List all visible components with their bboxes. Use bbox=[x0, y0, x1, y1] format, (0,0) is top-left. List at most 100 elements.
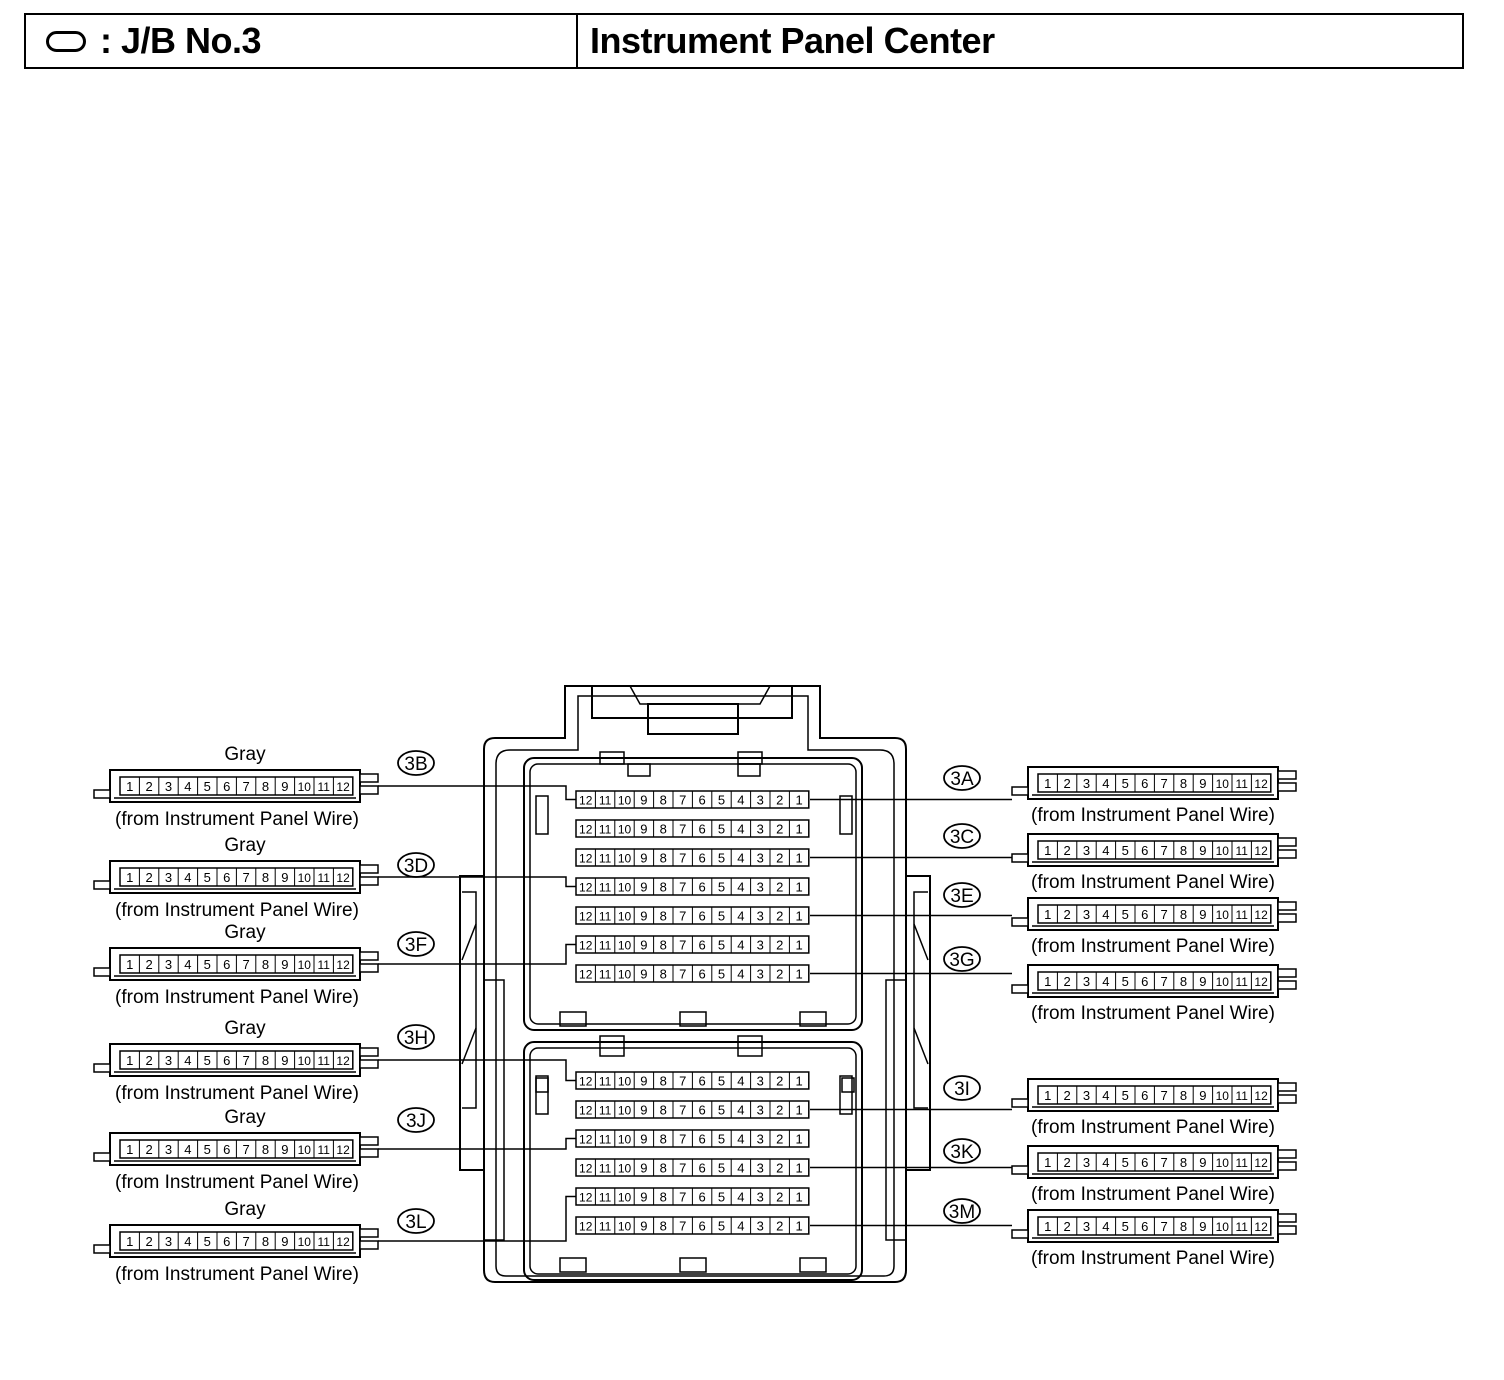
terminal-pin-number: 8 bbox=[660, 967, 667, 982]
terminal-pin-number: 4 bbox=[737, 822, 744, 837]
terminal-pin-number: 11 bbox=[599, 794, 612, 808]
terminal-pin-number: 12 bbox=[579, 1220, 593, 1234]
terminal-pin-number: 9 bbox=[640, 822, 647, 837]
connector-pin-number: 7 bbox=[242, 1142, 249, 1157]
connector-pin-number: 6 bbox=[1141, 843, 1148, 858]
connector-pin-number: 1 bbox=[1044, 1155, 1051, 1170]
connector-source-label: (from Instrument Panel Wire) bbox=[1031, 1184, 1275, 1205]
connector-pin-number: 7 bbox=[1160, 1219, 1167, 1234]
terminal-pin-number: 7 bbox=[679, 967, 686, 982]
terminal-pin-number: 9 bbox=[640, 851, 647, 866]
left-flange-rail bbox=[462, 891, 477, 1109]
connector-pin-number: 5 bbox=[1122, 974, 1129, 989]
terminal-pin-number: 1 bbox=[795, 793, 802, 808]
terminal-pin-number: 7 bbox=[679, 793, 686, 808]
terminal-pin-number: 12 bbox=[579, 910, 593, 924]
connector-pin-number: 3 bbox=[1083, 776, 1090, 791]
connector-pin-number: 5 bbox=[1122, 1219, 1129, 1234]
connector-tag-label: 3H bbox=[404, 1028, 428, 1049]
connector-color-label: Gray bbox=[224, 744, 266, 765]
terminal-pin-number: 7 bbox=[679, 1074, 686, 1089]
connector-pin-number: 8 bbox=[262, 779, 269, 794]
junction-block-label: : J/B No.3 bbox=[100, 20, 262, 61]
terminal-pin-number: 1 bbox=[795, 880, 802, 895]
terminal-pin-number: 8 bbox=[660, 1074, 667, 1089]
connector-leader-line bbox=[378, 1059, 576, 1082]
terminal-pin-number: 2 bbox=[776, 1190, 783, 1205]
connector-pin-number: 8 bbox=[1180, 776, 1187, 791]
terminal-pin-number: 3 bbox=[757, 938, 764, 953]
connector-latch-left bbox=[93, 1152, 111, 1162]
oval-symbol-icon bbox=[46, 30, 86, 52]
locating-pin bbox=[841, 1077, 855, 1093]
terminal-pin-number: 4 bbox=[737, 1161, 744, 1176]
connector-pin-number: 4 bbox=[184, 1053, 191, 1068]
connector-tag-label: 3J bbox=[406, 1111, 426, 1132]
location-cell: Instrument Panel Center bbox=[578, 15, 1462, 67]
terminal-pin-number: 12 bbox=[579, 1162, 593, 1176]
left-flange bbox=[459, 875, 484, 1171]
connector-pin-number: 8 bbox=[1180, 907, 1187, 922]
top-latch bbox=[591, 686, 793, 719]
connector-latch-right bbox=[359, 1136, 379, 1146]
connector-pin-number: 2 bbox=[145, 779, 152, 794]
terminal-pin-number: 2 bbox=[776, 1161, 783, 1176]
connector-pin-number: 8 bbox=[262, 1234, 269, 1249]
connector-tag-oval bbox=[943, 765, 981, 791]
terminal-pin-number: 6 bbox=[698, 1074, 705, 1089]
terminal-pin-number: 4 bbox=[737, 1219, 744, 1234]
terminal-pin-number: 12 bbox=[579, 1075, 593, 1089]
connector-pin-number: 3 bbox=[1083, 1219, 1090, 1234]
connector-pin-number: 11 bbox=[317, 1235, 330, 1249]
terminal-pin-number: 2 bbox=[776, 938, 783, 953]
connector-pin-number: 9 bbox=[281, 957, 288, 972]
terminal-pin-number: 9 bbox=[640, 967, 647, 982]
terminal-pin-number: 3 bbox=[757, 851, 764, 866]
connector-tag-oval bbox=[943, 1138, 981, 1164]
connector-latch-right bbox=[1277, 901, 1297, 911]
connector-pin-number: 1 bbox=[126, 779, 133, 794]
terminal-pin-number: 5 bbox=[718, 1103, 725, 1118]
connector-pin-number: 3 bbox=[165, 1234, 172, 1249]
connector-leader-line bbox=[378, 876, 576, 888]
connector-pin-number: 10 bbox=[1216, 1089, 1230, 1103]
terminal-pin-number: 8 bbox=[660, 1161, 667, 1176]
connector-latch-right bbox=[359, 1148, 379, 1158]
connector-pin-number: 12 bbox=[1254, 975, 1268, 989]
compartment-tab bbox=[737, 1035, 763, 1057]
connector-pin-number: 12 bbox=[336, 780, 350, 794]
connector-latch-right bbox=[1277, 913, 1297, 923]
terminal-pin-number: 12 bbox=[579, 852, 593, 866]
upper-compartment-inner bbox=[529, 763, 857, 1025]
connector-pin-number: 12 bbox=[336, 1054, 350, 1068]
connector-pin-number: 4 bbox=[184, 957, 191, 972]
terminal-pin-number: 2 bbox=[776, 1219, 783, 1234]
terminal-pin-number: 4 bbox=[737, 1190, 744, 1205]
connector-leader-line bbox=[378, 943, 576, 965]
connector-pin-number: 10 bbox=[298, 871, 312, 885]
connector-color-label: Gray bbox=[224, 1107, 266, 1128]
terminal-pin-number: 2 bbox=[776, 793, 783, 808]
connector-pin-number: 2 bbox=[1063, 974, 1070, 989]
terminal-pin-number: 12 bbox=[579, 823, 593, 837]
connector-pin-number: 12 bbox=[336, 1143, 350, 1157]
connector-pin-number: 11 bbox=[317, 780, 330, 794]
left-side-slot bbox=[484, 979, 505, 1241]
terminal-pin-number: 6 bbox=[698, 880, 705, 895]
terminal-pin-number: 5 bbox=[718, 1161, 725, 1176]
connector-tag-oval bbox=[397, 1107, 435, 1133]
terminal-pin-number: 6 bbox=[698, 967, 705, 982]
connector-pin-number: 10 bbox=[1216, 844, 1230, 858]
terminal-pin-number: 8 bbox=[660, 938, 667, 953]
terminal-pin-number: 9 bbox=[640, 1161, 647, 1176]
connector-pin-number: 10 bbox=[1216, 1156, 1230, 1170]
terminal-pin-number: 5 bbox=[718, 1190, 725, 1205]
terminal-pin-number: 5 bbox=[718, 822, 725, 837]
